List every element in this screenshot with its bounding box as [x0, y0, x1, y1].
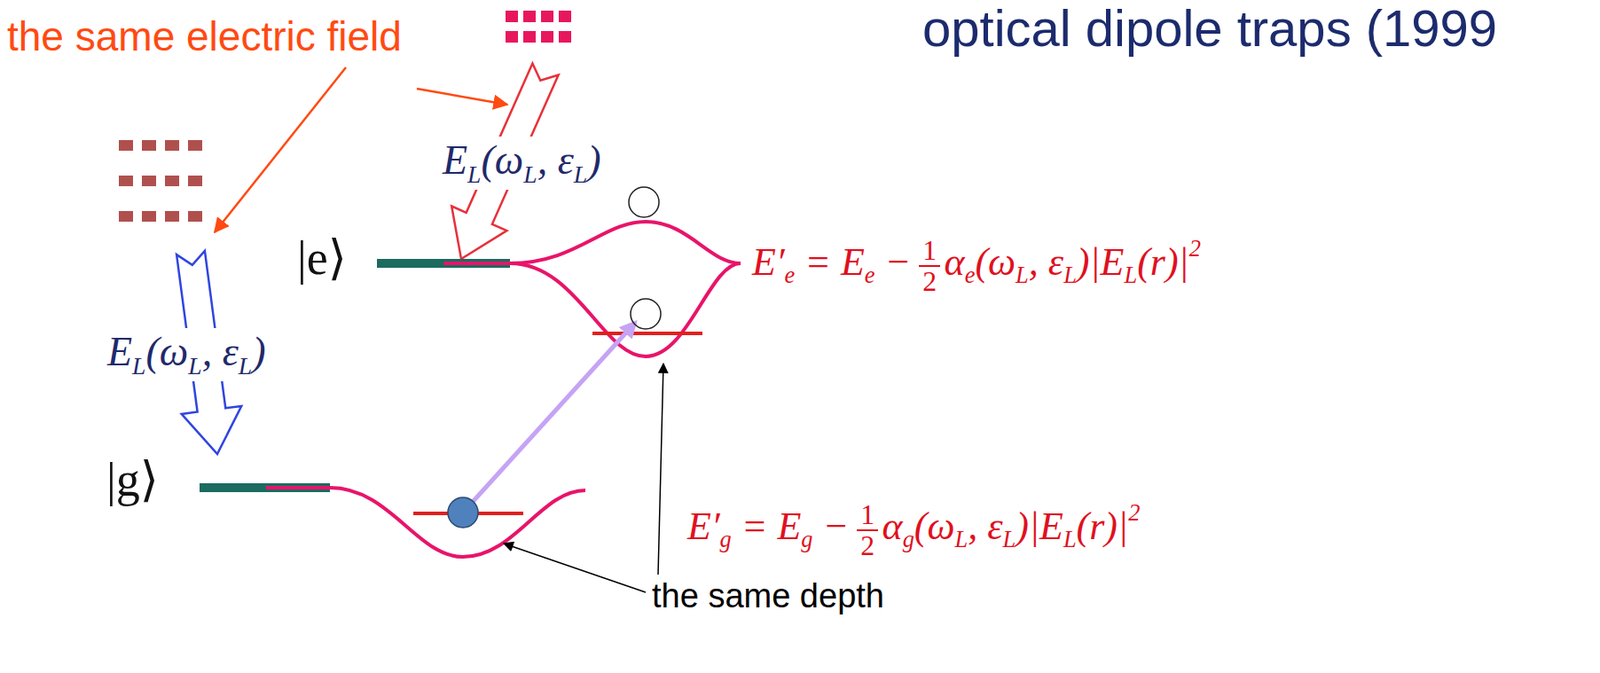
math-part: )	[587, 137, 601, 183]
math-part: L	[1063, 525, 1077, 553]
math-part: (ω	[145, 329, 189, 375]
fraction: 12	[856, 500, 878, 562]
math-part: )|E	[1076, 240, 1125, 284]
math-part: 2	[1189, 235, 1201, 262]
math-part: E′	[687, 504, 721, 549]
math-part: E′	[752, 240, 785, 284]
fraction: 12	[918, 235, 940, 298]
math-part: L	[132, 352, 146, 380]
math-part: e	[964, 261, 976, 289]
math-part: 1	[856, 500, 878, 532]
state-label: |g⟩	[106, 454, 159, 507]
callout-text: the same depth	[651, 578, 885, 616]
math-part: α	[882, 504, 903, 549]
math-part: (ω	[974, 240, 1016, 284]
math-part: L	[523, 160, 537, 189]
math-part: e	[784, 261, 796, 289]
field-label: EL(ωL, εL)	[101, 328, 271, 382]
pointer-line	[416, 88, 508, 105]
math-part: 2	[856, 531, 878, 561]
math-part: L	[955, 525, 969, 553]
math-part: 2	[1128, 499, 1140, 526]
atom-open	[630, 298, 661, 330]
atom-open	[628, 187, 659, 218]
math-part: (r)|	[1137, 240, 1190, 284]
math-part: )|E	[1015, 504, 1064, 549]
equation: E′g= Eg−12αg(ωL, εL)|EL(r)|2	[687, 500, 1140, 562]
math-part: L	[467, 160, 481, 189]
math-part: e	[864, 261, 876, 289]
math-part: L	[1063, 261, 1077, 289]
leader-line	[658, 363, 664, 575]
math-part: (ω	[480, 137, 524, 183]
math-part: −	[823, 504, 850, 549]
math-part: g	[800, 525, 813, 553]
math-part: , ε	[1028, 240, 1064, 284]
math-part: , ε	[967, 504, 1003, 549]
callout-text: the same electric field	[7, 14, 402, 60]
math-part: )	[251, 329, 266, 375]
math-part: , ε	[537, 137, 574, 183]
atom-filled	[447, 497, 479, 528]
laser-grid	[118, 140, 203, 222]
math-part: E	[107, 329, 133, 375]
laser-grid	[505, 10, 572, 43]
slide-title: optical dipole traps (1999	[922, 0, 1498, 57]
math-part: , ε	[202, 329, 239, 375]
math-part: g	[720, 525, 732, 553]
transition-arrow	[462, 322, 636, 513]
pointer-line	[214, 67, 346, 233]
math-part: 1	[918, 235, 940, 267]
math-part: (ω	[914, 504, 956, 549]
math-part: L	[188, 352, 202, 380]
leader-line	[503, 543, 646, 593]
math-part: L	[1015, 261, 1029, 289]
equation: E′e= Ee−12αe(ωL, εL)|EL(r)|2	[752, 235, 1201, 298]
math-part: E	[442, 137, 468, 183]
math-part: g	[902, 525, 915, 553]
math-part: α	[944, 240, 965, 284]
math-part: L	[1003, 525, 1017, 553]
state-label: |e⟩	[297, 232, 347, 285]
math-part: 2	[918, 266, 940, 297]
field-label: EL(ωL, εL)	[437, 136, 606, 190]
potential-curve	[266, 221, 741, 557]
math-part: = E	[804, 240, 865, 284]
math-part: L	[1123, 261, 1138, 289]
math-part: −	[885, 240, 912, 284]
math-part: (r)|	[1076, 504, 1130, 549]
math-part: = E	[741, 504, 802, 549]
math-part: L	[573, 160, 588, 189]
math-part: L	[238, 352, 252, 380]
level-line	[592, 331, 703, 336]
